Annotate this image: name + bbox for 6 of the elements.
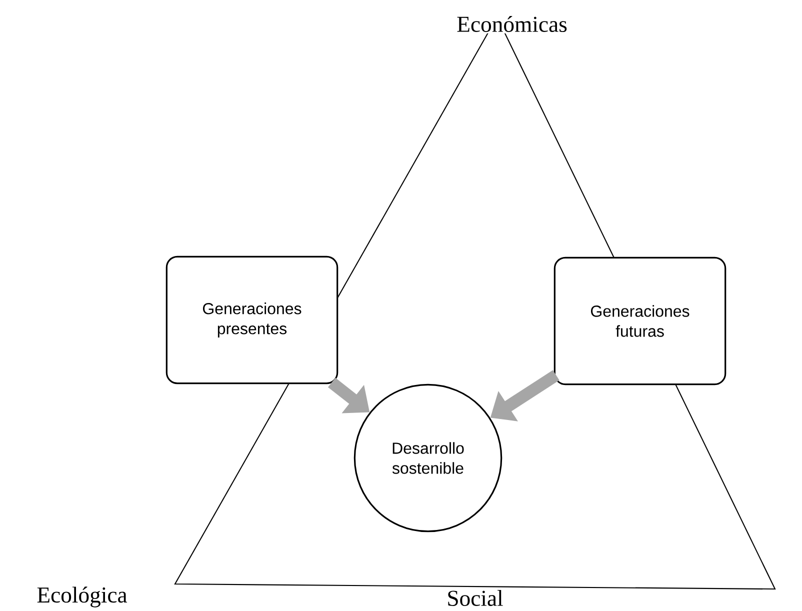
circle-node: Desarrollo sostenible xyxy=(354,384,502,532)
rounded-box: Generaciones futuras xyxy=(554,256,726,386)
corner-label: Social xyxy=(445,588,505,608)
rounded-box: Generaciones presentes xyxy=(166,256,338,384)
corner-label: Ecológica xyxy=(35,585,129,609)
corner-label: Económicas xyxy=(455,14,569,34)
